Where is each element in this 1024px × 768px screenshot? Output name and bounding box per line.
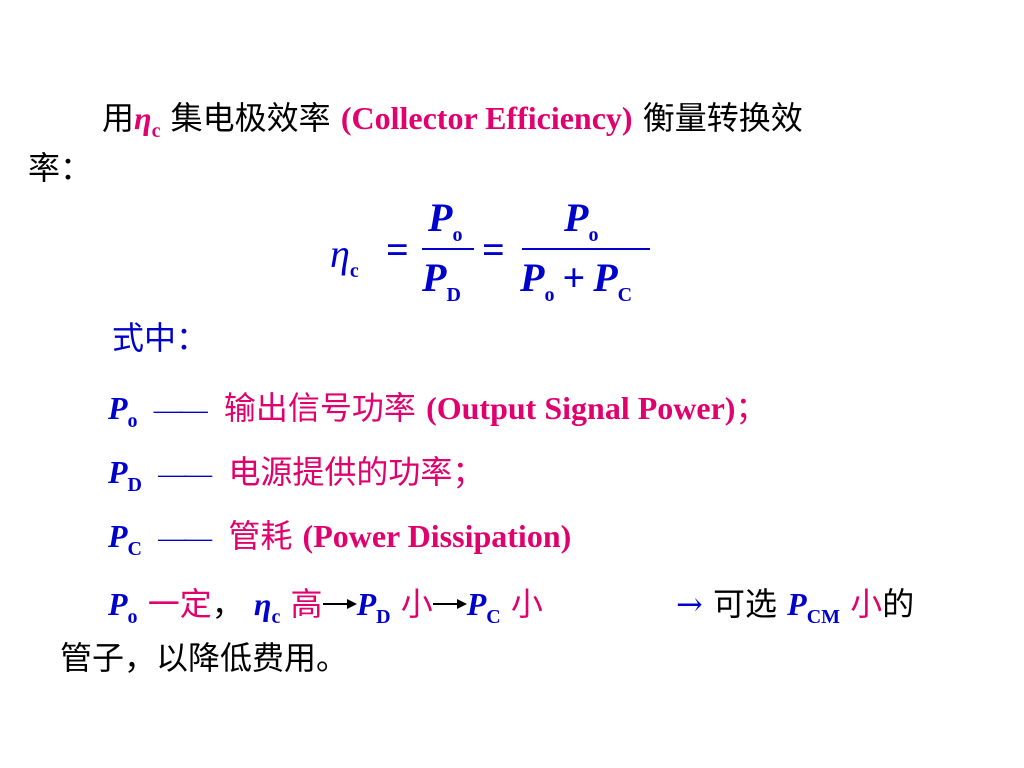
intro-suffix: 衡量转换效 <box>642 99 803 137</box>
eta-subscript: c <box>151 120 161 142</box>
fraction-1-denominator: PD <box>422 255 461 306</box>
conclusion-wrap-line: 管子，以降低费用。 <box>60 639 349 677</box>
intro-prefix: 用 <box>102 99 135 137</box>
intro-line: 用ηc 集电极效率 (Collector Efficiency) 衡量转换效 <box>102 98 803 143</box>
fraction-2-denominator: Po+PC <box>520 255 633 306</box>
definition-pc: PC —— 管耗 (Power Dissipation) <box>108 517 572 560</box>
fraction-2: Po Po+PC <box>520 194 660 314</box>
intro-middle: 集电极效率 <box>170 99 331 137</box>
formula-eta: η <box>330 231 350 276</box>
definition-po: Po —— 输出信号功率 (Output Signal Power)； <box>108 389 768 432</box>
intro-wrap: 率： <box>28 149 93 187</box>
fraction-1: Po PD <box>422 194 478 314</box>
intro-english: (Collector Efficiency) <box>340 100 633 136</box>
intro-wrap-line: 率： <box>28 148 92 188</box>
formula-equals-2: = <box>482 227 505 272</box>
formula-equals-1: = <box>386 227 409 272</box>
where-label: 式中： <box>112 319 209 357</box>
definition-pd: PD —— 电源提供的功率； <box>108 453 485 496</box>
right-arrow-icon <box>322 598 357 609</box>
formula-lhs: ηc <box>330 230 359 282</box>
fraction-1-numerator: Po <box>428 195 463 246</box>
fraction-1-bar <box>422 248 474 250</box>
choice-arrow: → <box>676 585 703 623</box>
efficiency-formula: ηc = Po PD = Po Po+PC <box>330 194 670 314</box>
eta-symbol: η <box>134 100 152 136</box>
right-arrow-icon <box>432 598 467 609</box>
fraction-2-numerator: Po <box>564 195 599 246</box>
conclusion-choice: → 可选 PCM 小的 <box>676 585 915 628</box>
fraction-2-bar <box>522 248 650 250</box>
formula-eta-sub: c <box>349 260 359 282</box>
